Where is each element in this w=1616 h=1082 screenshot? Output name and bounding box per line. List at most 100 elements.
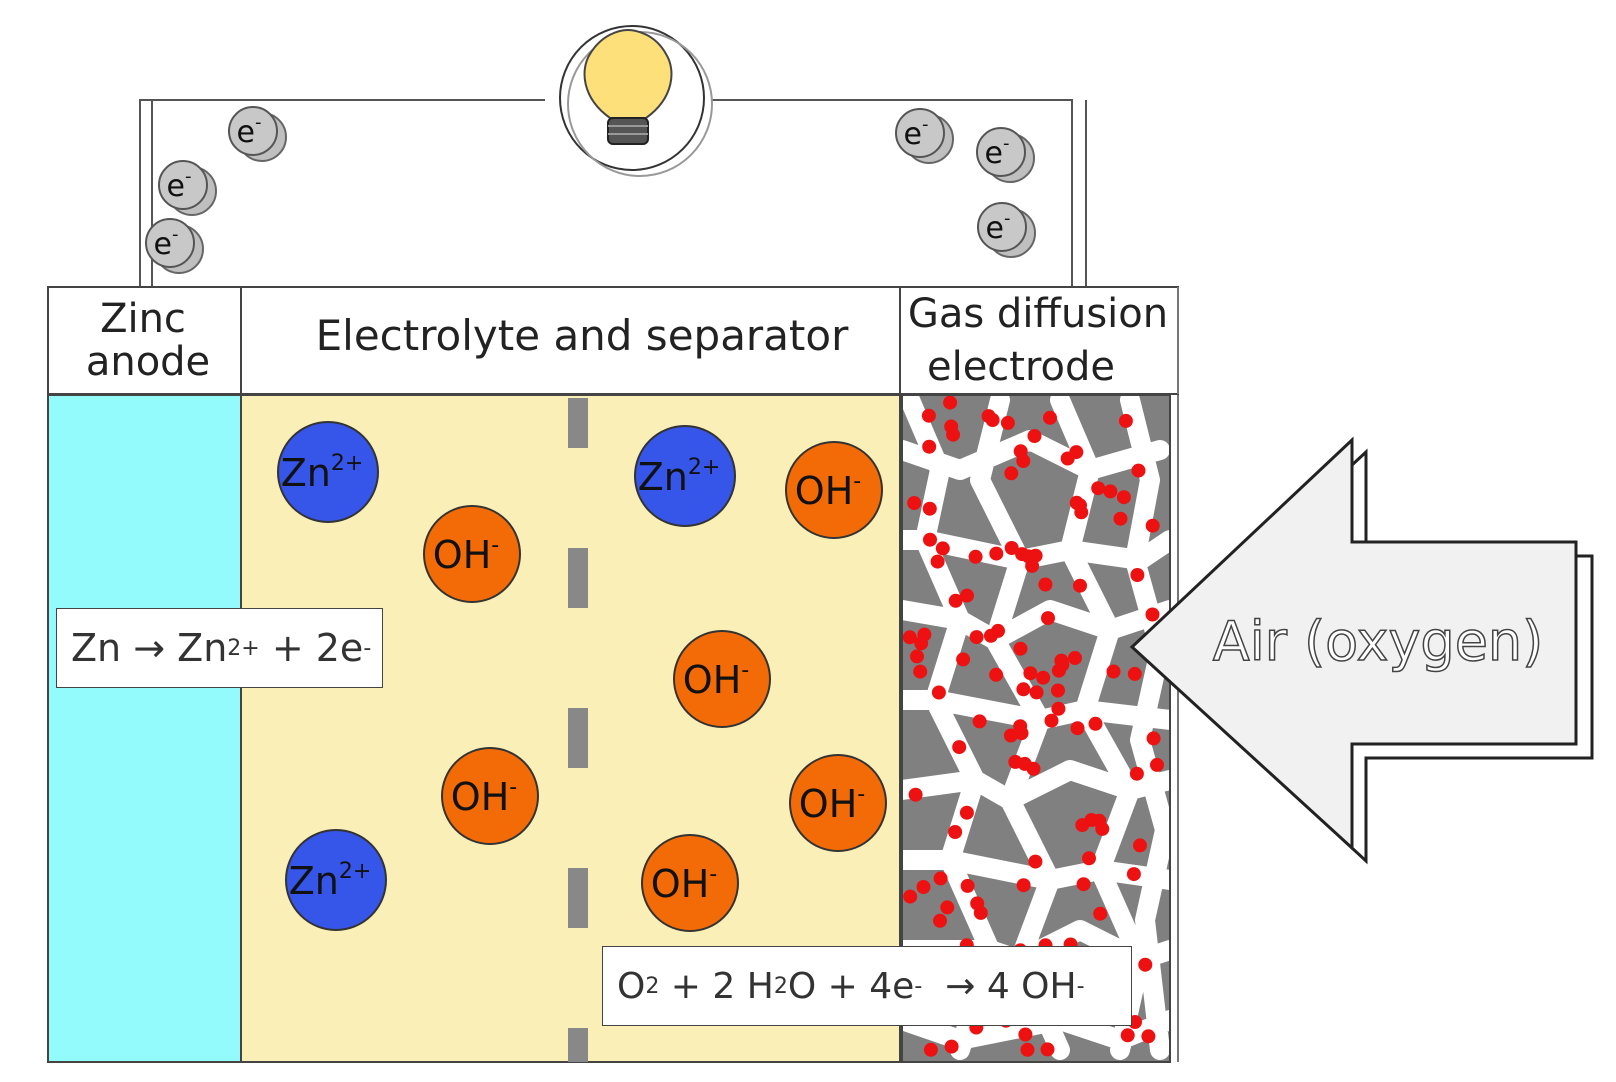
oxygen-dot xyxy=(1000,415,1015,430)
oxygen-dot xyxy=(1084,813,1099,827)
oxygen-dot xyxy=(1145,607,1160,622)
oxygen-dot xyxy=(930,554,945,569)
electron-group: e-e-e-e-e-e- xyxy=(145,106,1036,274)
electrolyte-header: Electrolyte and separator xyxy=(316,311,849,360)
anode-eq-reactant: Zn xyxy=(71,626,122,670)
oxygen-dot xyxy=(1133,838,1147,853)
hydroxide-ion-label: OH- xyxy=(451,775,517,819)
oxygen-dot xyxy=(944,419,959,434)
wire-left xyxy=(139,99,545,287)
oxygen-dot xyxy=(1091,481,1106,496)
oxygen-dot xyxy=(1093,906,1108,921)
oxygen-dot xyxy=(1126,867,1141,882)
oxygen-dot xyxy=(960,588,974,603)
oxygen-dot xyxy=(1004,466,1019,481)
oxygen-dot xyxy=(1074,505,1089,520)
oxygen-dot xyxy=(943,395,958,410)
oxygen-dot xyxy=(1127,666,1142,681)
anode-eq-electrons: 2e xyxy=(315,626,364,670)
zinc-ion: Zn2+ xyxy=(277,421,379,523)
hydroxide-ion-label: OH- xyxy=(683,658,749,702)
oxygen-dot xyxy=(916,880,931,894)
oxygen-dot xyxy=(1016,682,1031,697)
oxygen-dot xyxy=(1129,766,1144,781)
zinc-ion-label: Zn2+ xyxy=(638,455,721,499)
oxygen-dot xyxy=(972,714,987,729)
wire-right xyxy=(712,99,1087,287)
oxygen-dot xyxy=(989,546,1004,561)
anode-eq-electron-charge: - xyxy=(363,635,372,661)
oxygen-dot xyxy=(1141,1029,1156,1044)
oxygen-dot xyxy=(1028,854,1043,869)
oxygen-dot xyxy=(921,408,936,423)
oxygen-dot xyxy=(1113,511,1128,526)
oxygen-dot xyxy=(933,871,948,886)
oxygen-dot xyxy=(1073,578,1087,593)
electron-label: e- xyxy=(237,112,262,150)
cathode-eq-plus1: + xyxy=(670,965,701,1007)
oxygen-dot xyxy=(1025,558,1040,573)
electron: e- xyxy=(977,202,1036,258)
anode-eq-arrow: → xyxy=(133,626,166,670)
oxygen-dot xyxy=(923,1042,938,1057)
oxygen-dot xyxy=(907,496,922,510)
oxygen-dot xyxy=(903,889,918,904)
electron: e- xyxy=(976,127,1035,183)
oxygen-dot xyxy=(1018,1027,1033,1042)
oxygen-dot xyxy=(1023,666,1038,681)
oxygen-dot xyxy=(1150,757,1164,772)
oxygen-dot xyxy=(1116,490,1131,505)
oxygen-dot xyxy=(902,630,917,645)
electron-label: e- xyxy=(986,208,1011,246)
oxygen-dot xyxy=(1051,701,1066,716)
anode-eq-plus: + xyxy=(271,626,304,670)
oxygen-dot xyxy=(956,652,971,667)
oxygen-dot xyxy=(1013,641,1028,656)
oxygen-dot xyxy=(1068,651,1082,665)
hydroxide-ion: OH- xyxy=(785,441,883,539)
hydroxide-ion-label: OH- xyxy=(433,533,499,577)
hydroxide-ion: OH- xyxy=(673,630,771,728)
cathode-eq-h-sub: 2 xyxy=(773,973,788,999)
hydroxide-ion-label: OH- xyxy=(795,469,861,513)
oxygen-dot xyxy=(989,667,1004,682)
oxygen-dot xyxy=(948,593,963,608)
oxygen-dot xyxy=(1118,413,1133,428)
air-arrow: Air (oxygen) xyxy=(1129,436,1594,865)
oxygen-dot xyxy=(1003,728,1018,743)
cathode-eq-water-o: O xyxy=(787,965,817,1007)
electron: e- xyxy=(228,106,287,162)
electron-label: e- xyxy=(154,224,179,262)
oxygen-dot xyxy=(1145,518,1160,533)
hydroxide-ion-label: OH- xyxy=(799,782,865,826)
oxygen-dot xyxy=(914,636,929,651)
zinc-ion: Zn2+ xyxy=(285,829,387,931)
oxygen-dot xyxy=(944,1039,959,1054)
oxygen-dot xyxy=(908,787,923,802)
oxygen-dot xyxy=(1036,670,1051,685)
gde-header-line1: Gas diffusion xyxy=(908,291,1168,337)
oxygen-dot xyxy=(1020,1042,1035,1057)
cathode-eq-water-coef: 2 xyxy=(712,965,736,1007)
cathode-eq-o-sub: 2 xyxy=(645,973,660,999)
anode-header-line2: anode xyxy=(86,339,210,385)
oxygen-dot xyxy=(1004,541,1019,555)
oxygen-dot xyxy=(1040,1042,1055,1057)
cathode-eq-product-charge: - xyxy=(1076,973,1085,999)
oxygen-dot xyxy=(1120,1028,1135,1043)
oxygen-dot xyxy=(1082,851,1096,866)
oxygen-dot xyxy=(1044,713,1059,728)
electron: e- xyxy=(145,218,204,274)
cathode-eq-h: H xyxy=(746,965,774,1007)
ion-group: Zn2+Zn2+Zn2+OH-OH-OH-OH-OH-OH- xyxy=(277,421,887,932)
oxygen-dot xyxy=(1106,664,1121,679)
zinc-ion-label: Zn2+ xyxy=(289,859,372,903)
hydroxide-ion: OH- xyxy=(789,754,887,852)
oxygen-dot xyxy=(933,913,947,928)
oxygen-dot xyxy=(960,878,975,893)
air-arrow-label: Air (oxygen) xyxy=(1213,610,1543,673)
cathode-eq-arrow: → xyxy=(945,965,976,1007)
oxygen-dot xyxy=(952,740,967,755)
oxygen-dot xyxy=(1054,653,1069,668)
